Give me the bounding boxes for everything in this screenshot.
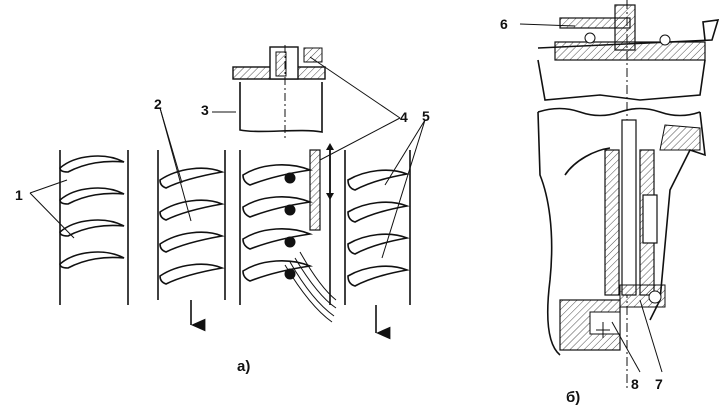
punch-assembly: [232, 45, 326, 140]
caption-a: а): [237, 358, 250, 375]
label-2: 2: [154, 96, 162, 112]
label-3: 3: [201, 102, 209, 118]
label-1: 1: [15, 187, 23, 203]
labels-a: 1 2 3 4 5 а): [15, 96, 430, 375]
blade-blank: [59, 155, 125, 269]
strip-column-2: [157, 150, 226, 332]
label-7: 7: [655, 376, 663, 392]
label-8: 8: [631, 376, 639, 392]
label-6: 6: [500, 16, 508, 32]
panel-a-diagram: 1 2 3 4 5 а): [15, 45, 430, 375]
strip-column-4: [344, 150, 411, 340]
label-5: 5: [422, 108, 430, 124]
caption-b: б): [566, 389, 580, 406]
label-4: 4: [400, 109, 408, 125]
leader-lines-a: [29, 56, 426, 259]
strip-column-1: [59, 150, 129, 305]
panel-b-diagram: 6 8 7 б): [500, 0, 720, 406]
strip-column-3: [239, 143, 337, 323]
